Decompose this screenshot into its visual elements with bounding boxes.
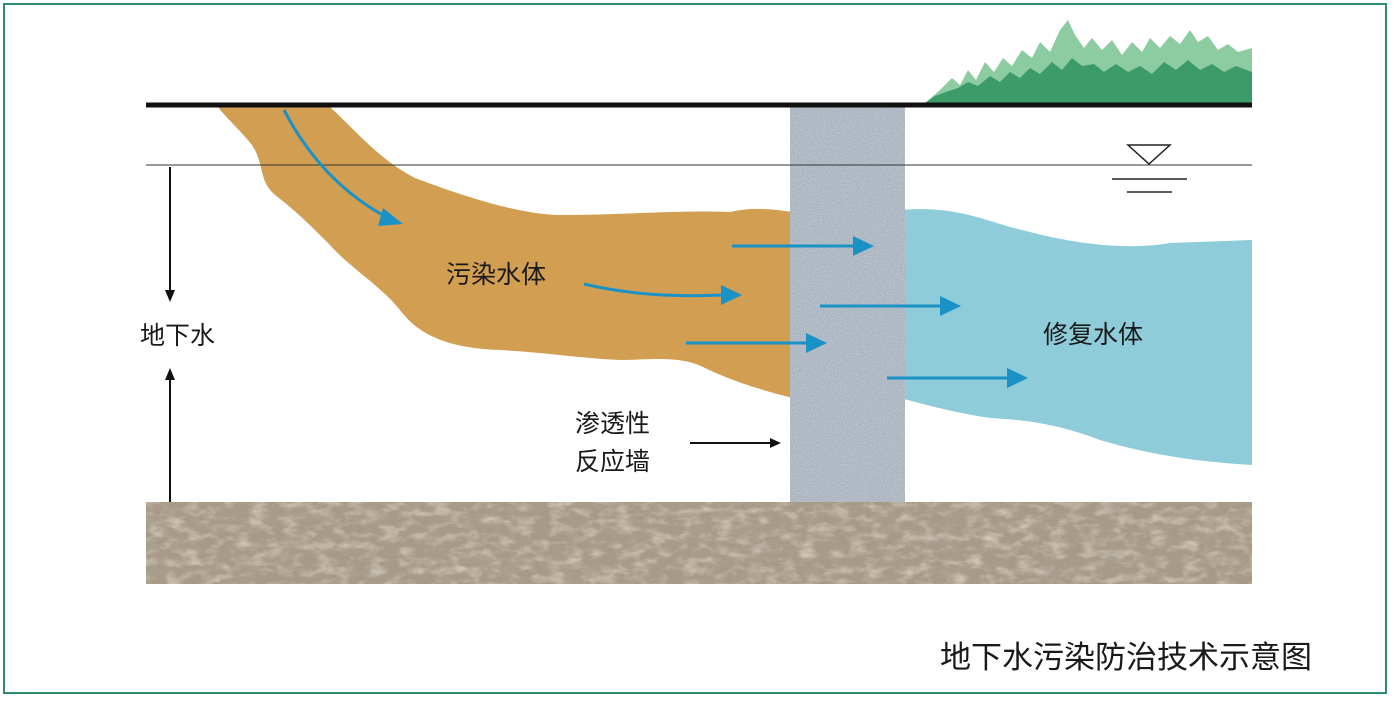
figure-caption: 地下水污染防治技术示意图: [940, 640, 1312, 676]
contaminated-water-plume: [218, 107, 793, 398]
flow-arrow: [282, 109, 389, 220]
remediated-water-plume: [900, 209, 1252, 465]
barrier-pointer-arrow: [690, 438, 781, 448]
flow-arrow-head: [853, 236, 874, 256]
flow-arrow-head: [806, 333, 827, 353]
water-table-symbol-icon: [1112, 144, 1187, 193]
remediated-water-label: 修复水体: [1043, 320, 1144, 349]
flow-arrow-head: [940, 296, 961, 316]
flow-arrow-head: [378, 208, 403, 226]
groundwater-label: 地下水: [140, 321, 216, 350]
tree-line-icon: [925, 20, 1252, 103]
contaminated-water-label: 污染水体: [446, 260, 547, 289]
diagram-frame: [3, 3, 1387, 694]
prb-label-line2: 反应墙: [575, 447, 651, 476]
flow-arrow-head: [1007, 368, 1028, 388]
prb-label-line1: 渗透性: [575, 409, 651, 438]
groundwater-depth-arrows: [165, 167, 175, 502]
bedrock-layer: [146, 502, 1252, 584]
flow-arrows: [282, 109, 1028, 388]
prb-label: 渗透性 反应墙: [575, 405, 650, 481]
flow-arrow-head: [721, 285, 742, 305]
flow-arrow: [583, 282, 723, 298]
